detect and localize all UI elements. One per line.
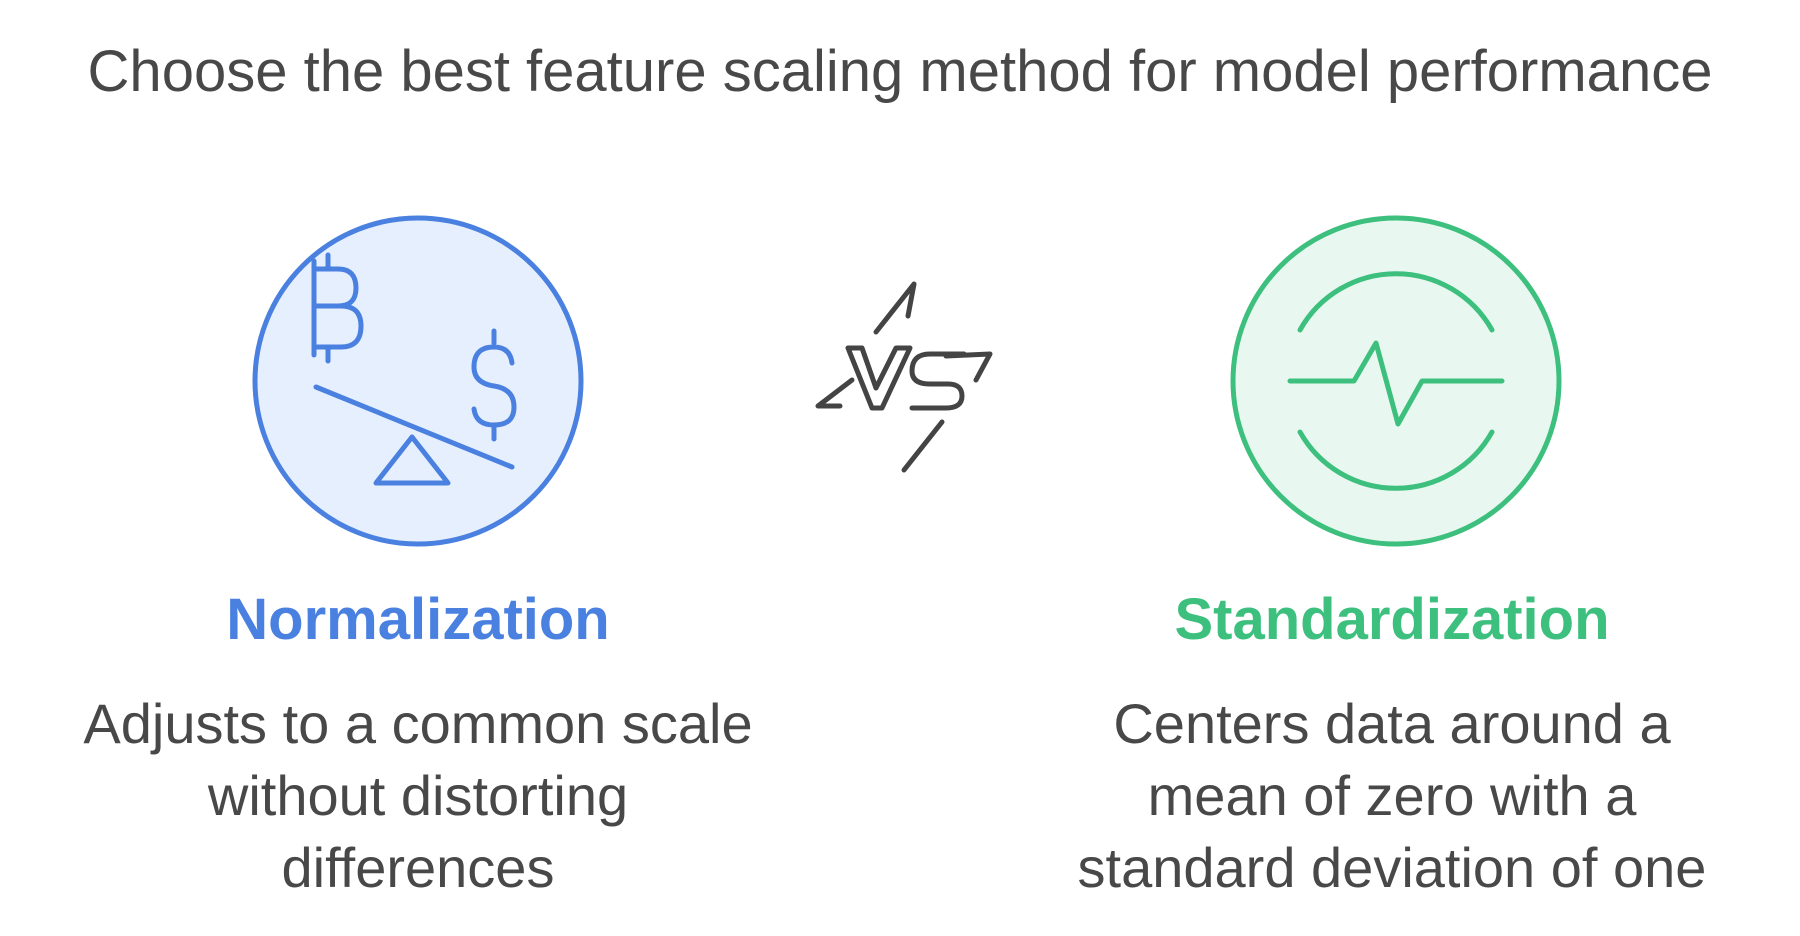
description-line: Centers data around a — [1113, 692, 1671, 755]
description-line: without distorting — [207, 764, 629, 827]
versus-label-v — [845, 345, 913, 411]
description-line: Adjusts to a common scale — [83, 692, 753, 755]
versus-label-s — [909, 351, 967, 411]
page-title: Choose the best feature scaling method f… — [87, 39, 1713, 104]
option-title-normalization: Normalization — [226, 587, 610, 652]
versus-lightning-icon — [815, 281, 993, 473]
description-line: differences — [281, 836, 555, 899]
description-line: mean of zero with a — [1147, 764, 1637, 827]
pulse-cycle-icon — [1230, 215, 1562, 547]
dollar-icon — [471, 328, 517, 442]
bitcoin-icon — [311, 252, 364, 364]
balance-scale-currency-icon — [252, 215, 584, 547]
option-description-normalization: Adjusts to a common scale without distor… — [8, 688, 828, 904]
option-title-standardization: Standardization — [1174, 587, 1610, 652]
option-description-standardization: Centers data around a mean of zero with … — [1002, 688, 1782, 904]
description-line: standard deviation of one — [1077, 836, 1707, 899]
